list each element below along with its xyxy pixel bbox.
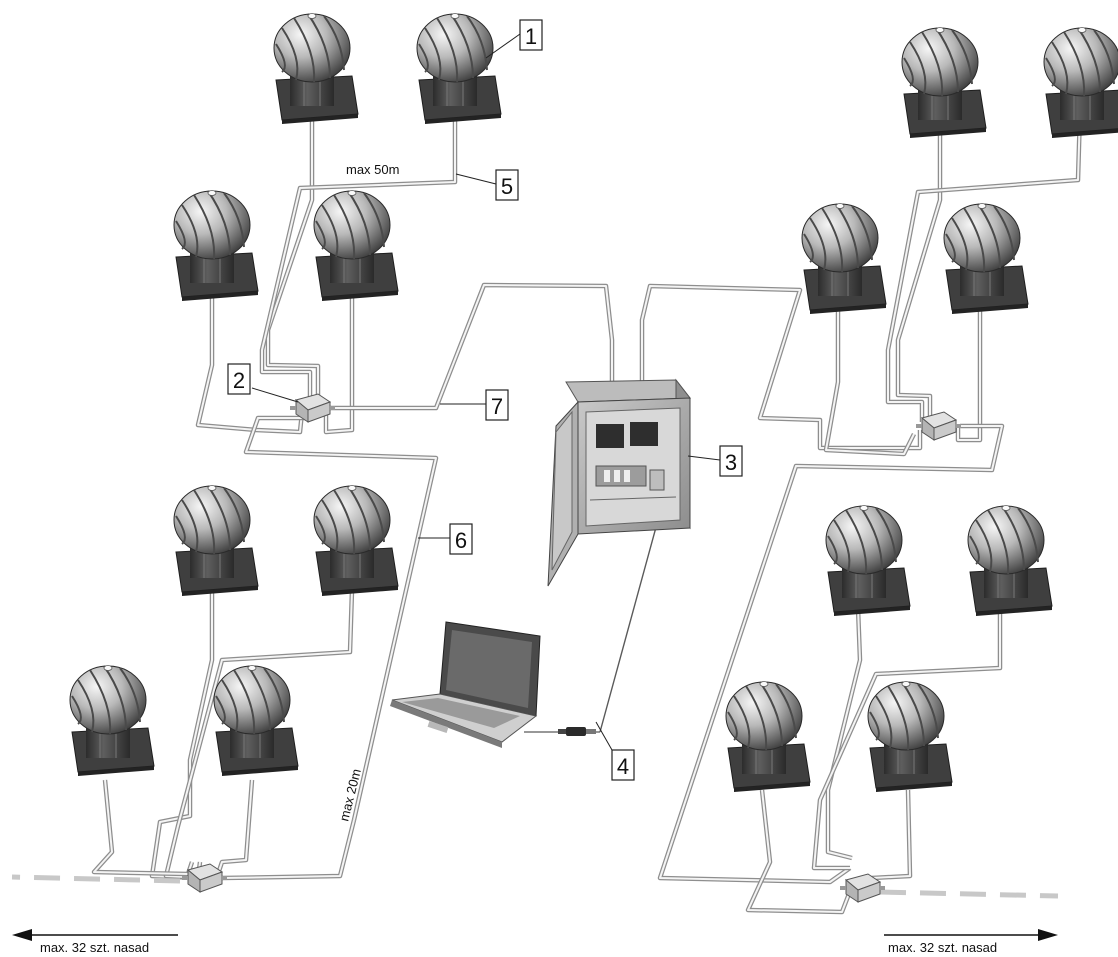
roof-turbine-ventilator-icon — [825, 504, 911, 617]
roof-turbine-ventilator-icon — [967, 504, 1053, 617]
left-limit-arrow — [12, 929, 178, 941]
roof-turbine-ventilator-icon — [69, 664, 155, 777]
callout-box-3 — [719, 445, 743, 477]
roof-turbine-ventilator-icon — [943, 202, 1029, 315]
roof-turbine-ventilator-icon — [416, 12, 502, 125]
callout-label-1: 1 — [525, 24, 537, 49]
roof-turbine-ventilator-icon — [867, 680, 953, 793]
right-limit-label: max. 32 szt. nasad — [888, 940, 997, 955]
control-cabinet-icon — [547, 378, 691, 587]
callout-leaders — [251, 33, 721, 751]
callout-box-6 — [449, 523, 473, 555]
roof-turbine-ventilator-icon — [313, 189, 399, 302]
callout-box-7 — [485, 389, 509, 421]
cable-network — [11, 111, 1083, 915]
callout-label-5: 5 — [501, 174, 513, 199]
roof-turbine-ventilator-icon — [173, 484, 259, 597]
max-50m-label: max 50m — [346, 162, 399, 177]
callout-box-2 — [227, 363, 251, 395]
roof-turbine-ventilator-icon — [213, 664, 299, 777]
callout-box-1 — [519, 19, 543, 51]
left-limit-label: max. 32 szt. nasad — [40, 940, 149, 955]
roof-turbine-ventilator-icon — [173, 189, 259, 302]
callout-label-2: 2 — [233, 368, 245, 393]
callout-label-4: 4 — [617, 754, 629, 779]
callout-box-4 — [611, 749, 635, 781]
callout-label-7: 7 — [491, 394, 503, 419]
roof-turbine-ventilator-icon — [313, 484, 399, 597]
callout-box-5 — [495, 169, 519, 201]
right-limit-arrow — [884, 929, 1058, 941]
roof-turbine-ventilator-icon — [901, 26, 987, 139]
roof-turbine-ventilator-icon — [273, 12, 359, 125]
roof-turbine-ventilator-icon — [801, 202, 887, 315]
laptop-icon — [390, 621, 541, 748]
roof-turbine-ventilator-icon — [1043, 26, 1118, 139]
roof-turbine-ventilator-icon — [725, 680, 811, 793]
usb-adapter-icon — [558, 727, 596, 736]
callout-label-6: 6 — [455, 528, 467, 553]
callout-label-3: 3 — [725, 450, 737, 475]
